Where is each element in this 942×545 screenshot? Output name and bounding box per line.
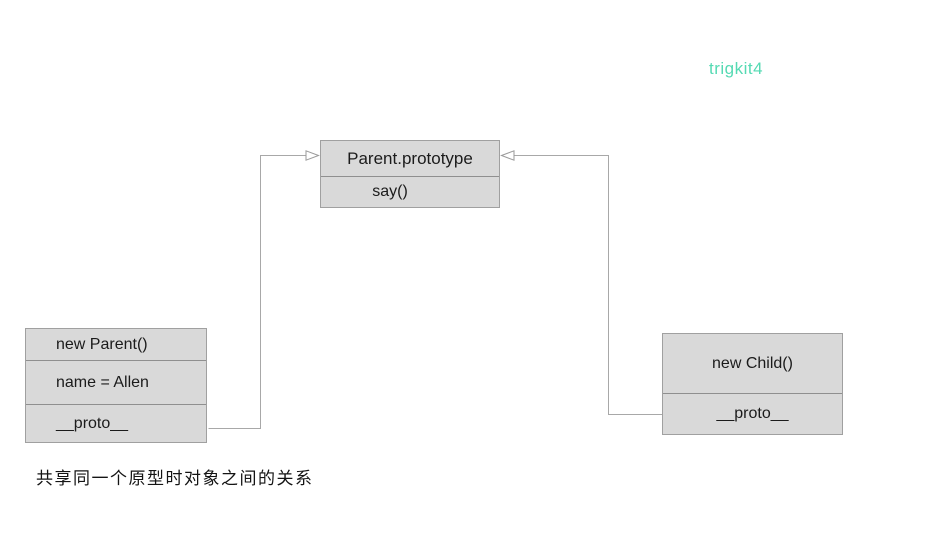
child-instance-box: new Child() __proto__ [662,333,843,435]
parent-instance-box: new Parent() name = Allen __proto__ [25,328,207,443]
child-box-proto: __proto__ [716,405,789,422]
parent-box-property: name = Allen [26,361,206,405]
arrowhead-right-icon [305,150,320,161]
prototype-box-title: Parent.prototype [321,141,499,177]
parent-box-title: new Parent() [26,329,206,361]
diagram-caption: 共享同一个原型时对象之间的关系 [36,469,314,488]
child-box-title: new Child() [663,334,842,394]
parent-proto-connector-line [208,155,306,429]
watermark-text: trigkit4 [709,59,764,78]
prototype-box: Parent.prototype say() [320,140,500,208]
child-proto-connector-line [514,155,663,415]
prototype-box-method: say() [372,183,408,200]
arrowhead-left-icon [500,150,515,161]
parent-box-proto: __proto__ [56,414,129,432]
